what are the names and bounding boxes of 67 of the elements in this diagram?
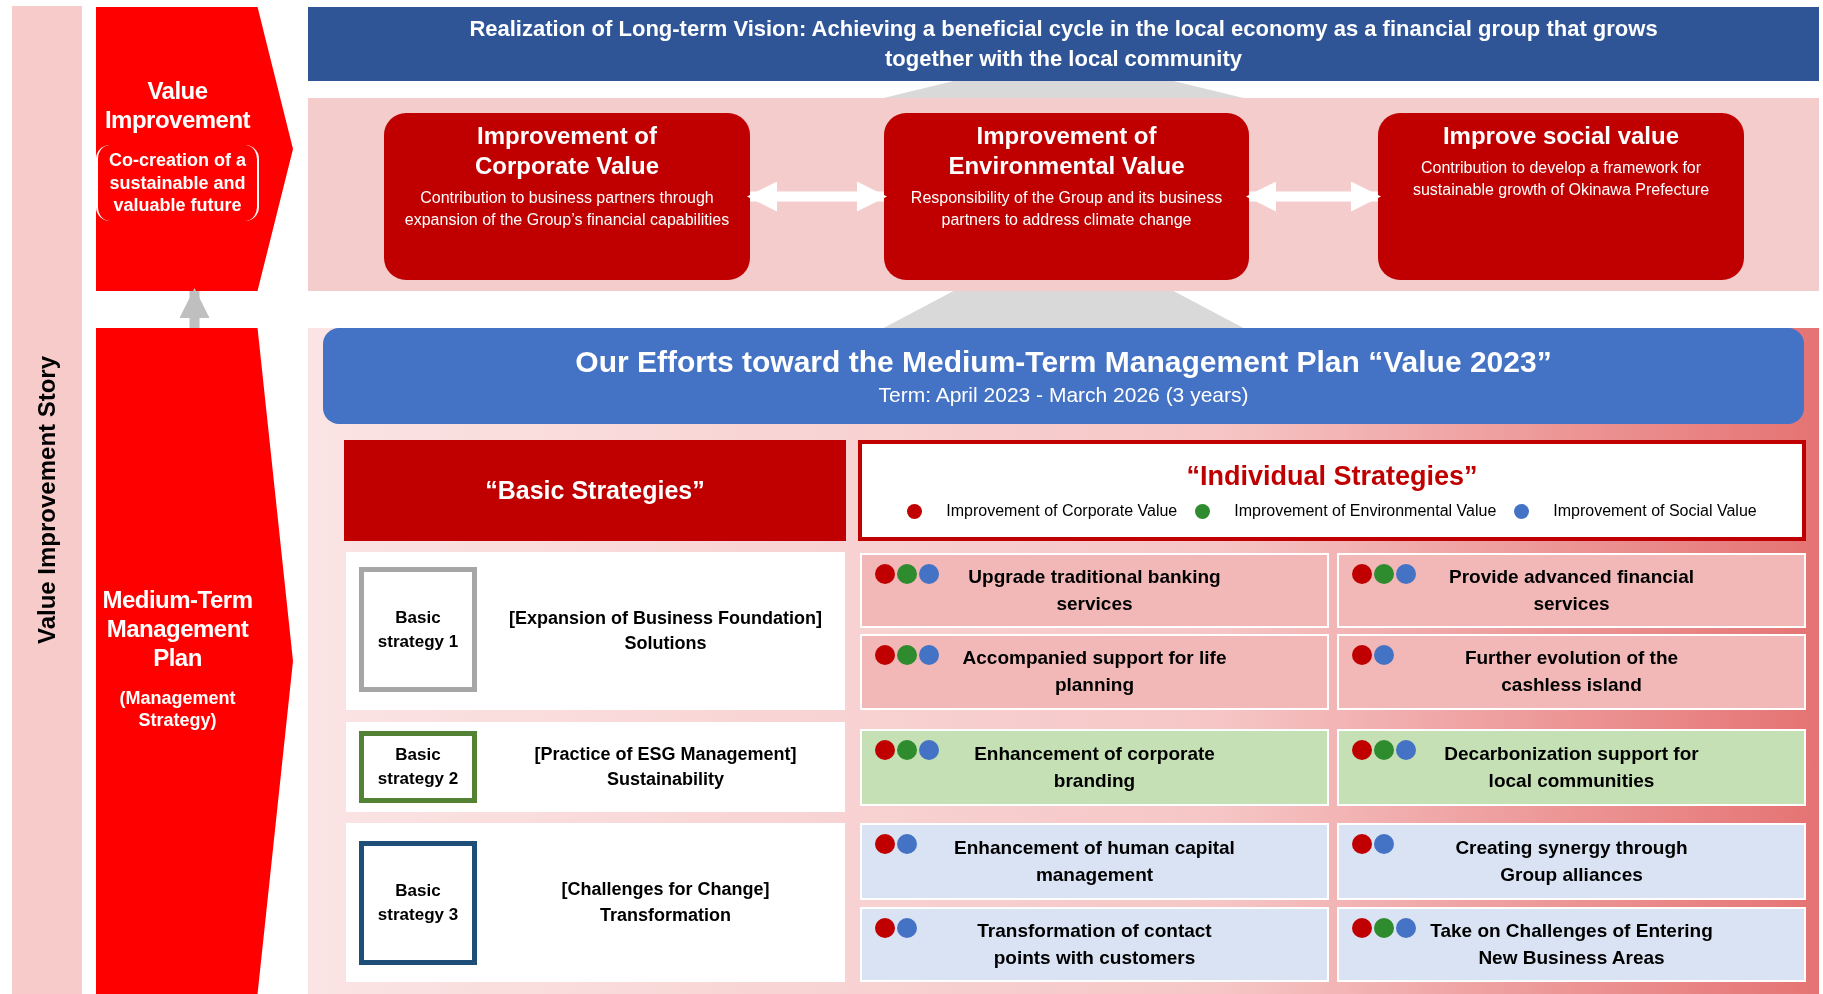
strategy-item: Enhancement of corporate branding	[973, 741, 1216, 793]
strategy-label: Basic strategy 1	[376, 606, 460, 653]
strategy-card	[1337, 729, 1806, 806]
strategy-card	[860, 553, 1329, 628]
strategy-card	[860, 823, 1329, 900]
plan-panel	[308, 328, 1819, 994]
arrow	[747, 181, 887, 212]
strategy-item: Decarbonization support for local communities	[1443, 741, 1700, 793]
chevron-title: Medium-Term Management Plan	[101, 586, 254, 673]
strategy-badge	[359, 567, 477, 692]
connector-trapezoid	[883, 81, 1244, 98]
strategy-badge	[359, 731, 477, 803]
legend-label: Improvement of Social Value	[1553, 502, 1757, 520]
arrow	[179, 288, 210, 328]
header-panel	[858, 440, 1806, 541]
strategy-card	[1337, 823, 1806, 900]
strategy-label: Basic strategy 2	[376, 744, 460, 790]
strategy-card	[860, 729, 1329, 806]
strategy-text: [Challenges for Change] Transformation	[560, 878, 771, 927]
strategy-item: Upgrade traditional banking services	[967, 564, 1222, 616]
value-card	[1378, 113, 1744, 280]
card-title: Improvement of Environmental Value	[947, 121, 1186, 181]
chevron-title: Value Improvement	[103, 77, 252, 136]
panel-subtitle: Term: April 2023 - March 2026 (3 years)	[878, 383, 1249, 407]
strategy-item: Take on Challenges of Entering New Business Areas	[1429, 918, 1714, 970]
banner-text: Realization of Long-term Vision: Achieving a beneficial cycle in the local economy as a financial group that grows together with the local community	[468, 15, 1659, 73]
strategy-card	[1337, 634, 1806, 710]
strategy-panel	[346, 722, 845, 812]
connector-trapezoid	[883, 291, 1244, 328]
strategy-item: Provide advanced financial services	[1448, 564, 1695, 616]
strategy-item: Enhancement of human capital management	[953, 835, 1236, 887]
arrow	[1246, 181, 1381, 212]
header-bar	[344, 440, 846, 541]
value-card	[884, 113, 1249, 280]
strategy-card	[860, 634, 1329, 710]
card-title: Improvement of Corporate Value	[473, 121, 661, 181]
strategy-item: Further evolution of the cashless island	[1463, 646, 1680, 697]
card-body: Responsibility of the Group and its business partners to address climate change	[909, 188, 1224, 230]
strategy-badge	[359, 841, 477, 965]
legend-label: Improvement of Corporate Value	[946, 502, 1178, 520]
chevron-subtitle: Co-creation of a sustainable and valuable future	[96, 145, 259, 221]
value-card	[384, 113, 750, 280]
chevron-subtitle: (Management Strategy)	[118, 686, 237, 733]
strategy-label: Basic strategy 3	[376, 880, 460, 926]
vision-banner	[308, 7, 1819, 81]
strategy-panel	[346, 823, 845, 982]
header-text: “Basic Strategies”	[485, 476, 705, 505]
strategy-text: [Practice of ESG Management] Sustainability	[533, 742, 798, 791]
vertical-title: Value Improvement Story	[33, 355, 61, 645]
strategy-item: Creating synergy through Group alliances	[1454, 835, 1689, 887]
strategy-card	[860, 907, 1329, 982]
value-band	[308, 98, 1819, 291]
strategy-panel	[346, 552, 845, 710]
side-band	[12, 6, 82, 994]
panel-title: Our Efforts toward the Medium-Term Management Plan “Value 2023”	[575, 345, 1552, 379]
strategy-card	[1337, 553, 1806, 628]
section-banner	[96, 328, 293, 994]
strategy-text: [Expansion of Business Foundation] Solutions	[508, 606, 823, 655]
section-banner	[96, 7, 293, 291]
card-title: Improve social value	[1441, 121, 1681, 151]
strategy-item: Transformation of contact points with customers	[976, 918, 1213, 970]
header-text: “Individual Strategies”	[1186, 461, 1478, 492]
strategy-card	[1337, 907, 1806, 982]
legend-label: Improvement of Environmental Value	[1234, 502, 1497, 520]
card-body: Contribution to business partners through expansion of the Group’s financial capabilities	[403, 188, 731, 230]
strategy-item: Accompanied support for life planning	[961, 646, 1228, 697]
card-body: Contribution to develop a framework for sustainable growth of Okinawa Prefecture	[1411, 158, 1711, 200]
